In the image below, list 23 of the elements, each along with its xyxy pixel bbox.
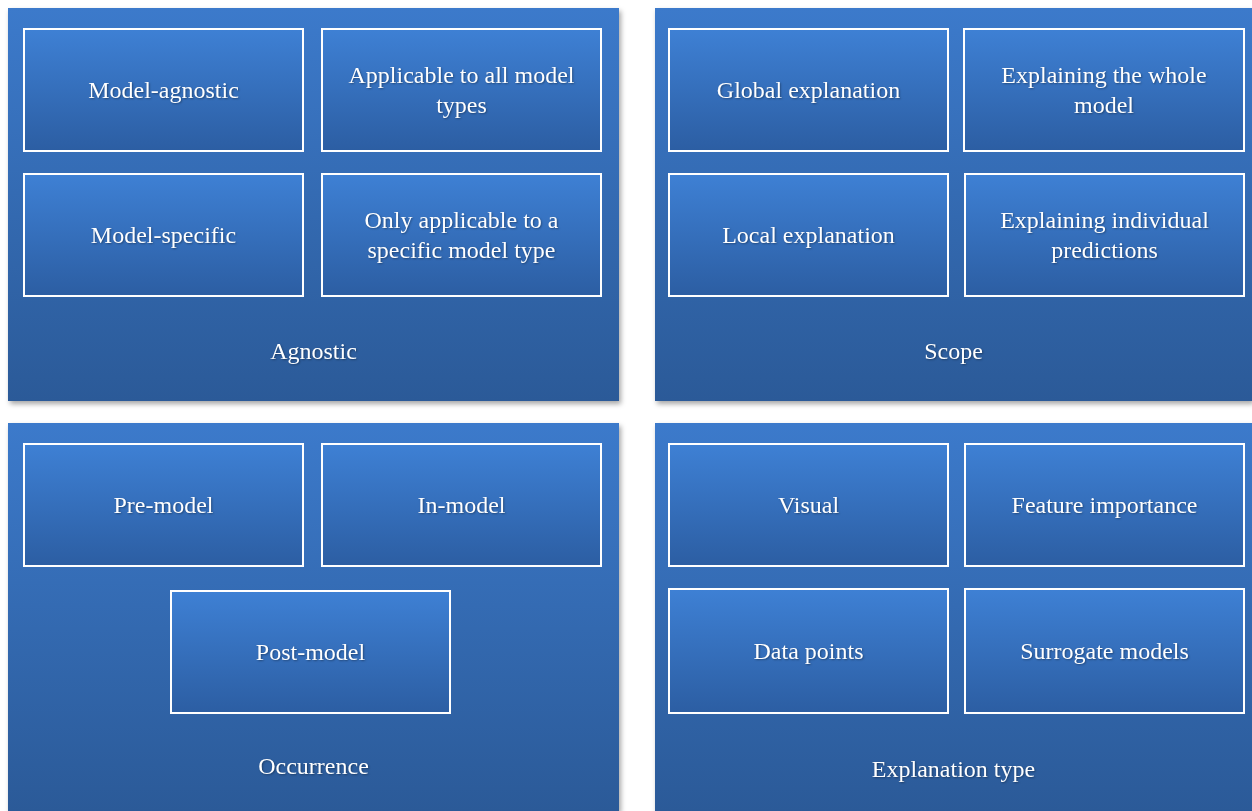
term-card: Pre-model <box>23 443 304 567</box>
panel-title: Agnostic <box>269 338 358 365</box>
term-card: Local explanation <box>668 173 949 297</box>
term-card: Applicable to all model types <box>321 28 602 152</box>
term-card: Model-agnostic <box>23 28 304 152</box>
term-card: Only applicable to a specific model type <box>321 173 602 297</box>
panel-title: Occurrence <box>257 753 370 780</box>
category-panel <box>8 8 619 401</box>
term-card: Explaining individual predictions <box>964 173 1245 297</box>
term-card: In-model <box>321 443 602 567</box>
panel-title: Scope <box>923 338 984 365</box>
term-card: Explaining the whole model <box>963 28 1245 152</box>
term-card: Surrogate models <box>964 588 1245 714</box>
term-card: Visual <box>668 443 949 567</box>
term-card: Post-model <box>170 590 451 714</box>
panel-title: Explanation type <box>870 756 1037 783</box>
term-card: Model-specific <box>23 173 304 297</box>
category-panel <box>8 423 619 811</box>
term-card: Data points <box>668 588 949 714</box>
category-panel <box>655 423 1252 811</box>
term-card: Global explanation <box>668 28 949 152</box>
term-card: Feature importance <box>964 443 1245 567</box>
category-panel <box>655 8 1252 401</box>
